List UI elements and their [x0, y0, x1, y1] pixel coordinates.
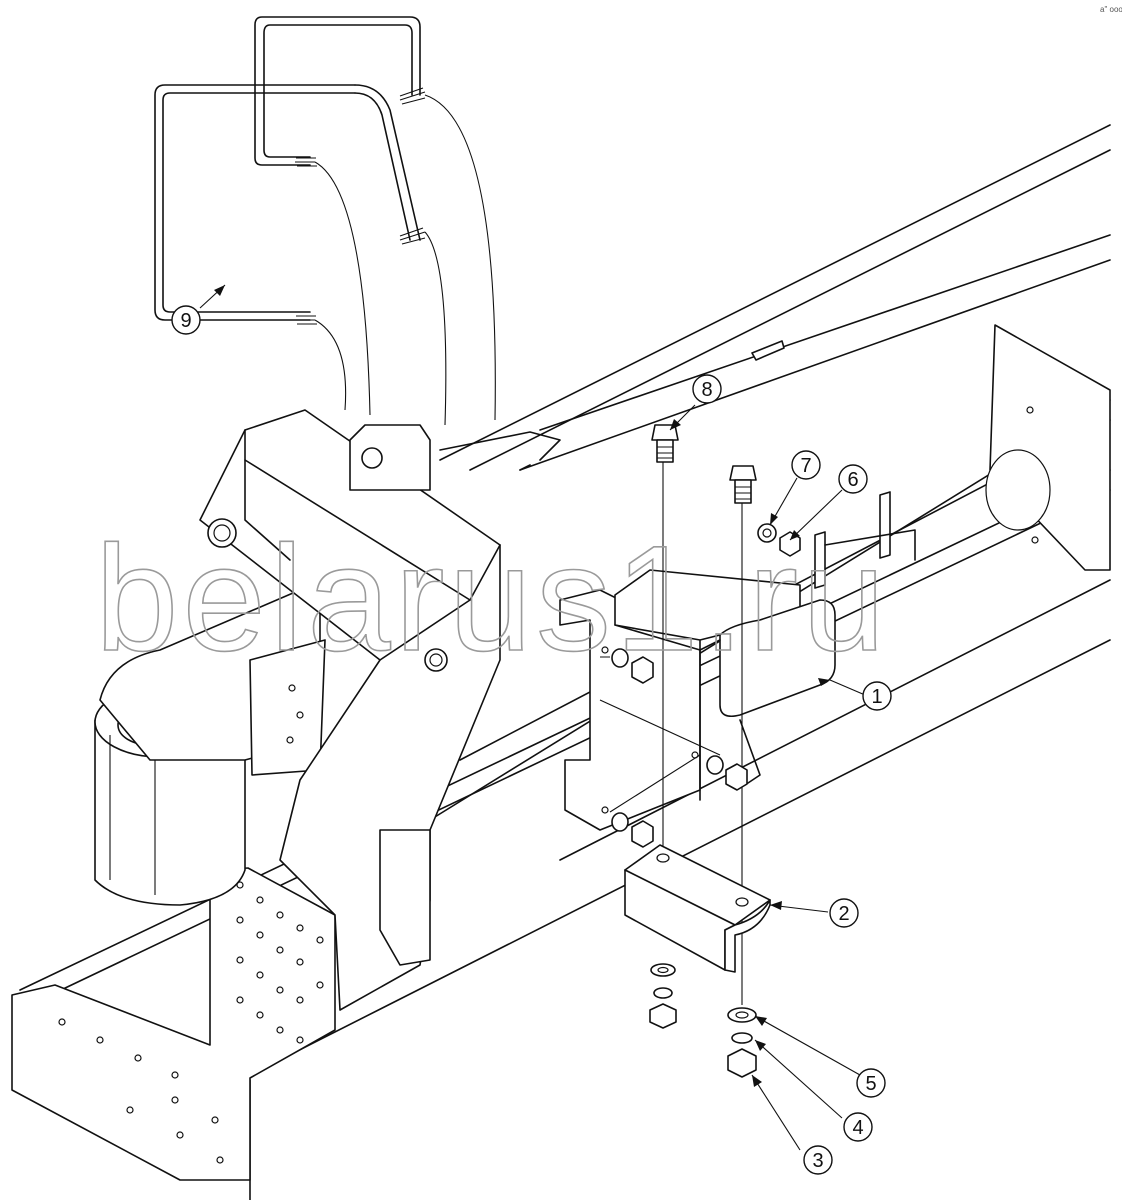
callout-7: 7 [791, 450, 821, 480]
part-1-step-box [614, 569, 836, 801]
callout-5: 5 [856, 1068, 886, 1098]
part-9-u-bolts [154, 16, 496, 426]
callout-1-label: 1 [871, 686, 882, 708]
watermark: belarus1.ru [95, 514, 889, 682]
callout-4-label: 4 [852, 1117, 863, 1139]
part-2-bracket [624, 844, 771, 973]
callout-2: 2 [829, 898, 859, 928]
plate-holes [58, 881, 324, 1164]
washer-icon [731, 1032, 753, 1044]
lower-fasteners-left [649, 963, 677, 1029]
fastener-set-upper [599, 523, 801, 848]
callout-6: 6 [838, 464, 868, 494]
callout-4: 4 [843, 1112, 873, 1142]
bolt-icon [651, 424, 679, 463]
rear-cross-member [985, 324, 1111, 571]
side-tabs [814, 491, 916, 589]
leaders [199, 284, 866, 1151]
callout-8: 8 [692, 374, 722, 404]
callout-8-label: 8 [701, 379, 712, 401]
callout-9-label: 9 [180, 310, 191, 332]
front-plate [11, 867, 336, 1181]
callout-5-label: 5 [865, 1073, 876, 1095]
bolt-icon [729, 465, 757, 504]
bracket-icon [624, 844, 771, 973]
callout-2-label: 2 [838, 903, 849, 925]
callout-6-label: 6 [847, 469, 858, 491]
callout-7-label: 7 [800, 455, 811, 477]
nut-icon [727, 1048, 757, 1078]
callout-1: 1 [862, 681, 892, 711]
key-slot [751, 340, 785, 361]
lower-fasteners-right [727, 1007, 757, 1078]
callout-9: 9 [171, 305, 201, 335]
callout-3: 3 [803, 1145, 833, 1175]
washer-icon [727, 1007, 757, 1023]
hitch-tower [199, 409, 561, 1011]
front-swing-arm [99, 589, 326, 776]
callout-3-label: 3 [812, 1150, 823, 1172]
corner-mark: a" ooo [1100, 5, 1122, 14]
